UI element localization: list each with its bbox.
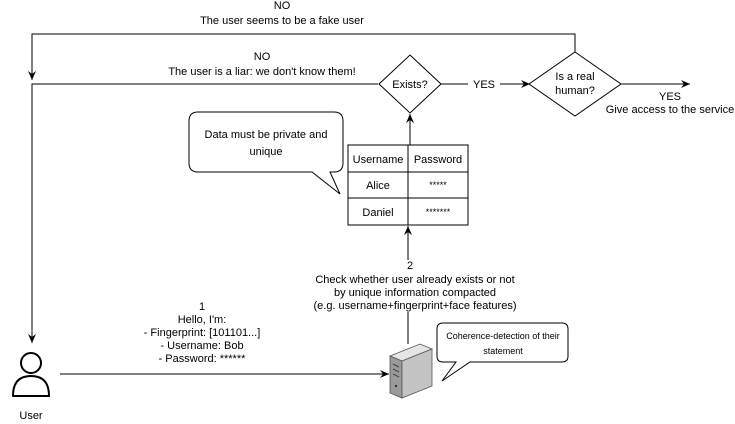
human-decision [528,51,622,117]
coherence-note-line1: Coherence-detection of their [446,331,560,341]
table-cell-username: Daniel [362,207,393,219]
access-yes-label: YES [659,91,681,103]
step2-line: (e.g. username+fingerprint+face features… [313,300,516,312]
liar-loop-connector [28,83,378,343]
table-cell-username: Alice [366,180,390,192]
user-icon [12,352,50,397]
step1-number: 1 [199,301,205,313]
exists-decision [378,54,442,114]
user-table: Username Password Alice ***** Daniel ***… [347,144,469,226]
step2-label-bg [306,260,528,312]
table-cell-password: ******* [426,207,451,217]
fake-user-loop-connector [28,33,576,80]
table-header-username: Username [353,154,404,166]
privacy-note-line1: Data must be private and [205,129,328,141]
step2-number: 2 [407,260,413,272]
table-header-password: Password [414,154,462,166]
access-message: Give access to the service [606,104,734,116]
exists-yes-label: YES [473,79,495,91]
privacy-note-bubble [188,111,344,195]
middle-loop-message: The user is a liar: we don't know them! [168,66,355,78]
top-loop-no-label: NO [274,0,291,12]
step2-line: by unique information compacted [334,287,496,299]
top-loop-message: The user seems to be a fake user [200,15,364,27]
human-decision-line1: Is a real [555,71,594,83]
exists-yes-bg [468,77,500,91]
middle-loop-no-label: NO [254,51,271,63]
step1-line: - Fingerprint: [101101...] [144,327,261,339]
step2-line: Check whether user already exists or not [315,274,514,286]
user-label: User [19,410,43,422]
coherence-note-bubble [436,322,569,382]
coherence-note-line2: statement [483,346,523,356]
human-decision-line2: human? [555,85,595,97]
table-cell-password: ***** [429,180,447,190]
step1-line: - Username: Bob [160,340,243,352]
exists-decision-label: Exists? [392,79,427,91]
step1-line: - Password: ****** [159,353,247,365]
step1-line: Hello, I'm: [178,314,227,326]
server-icon [388,343,434,399]
privacy-note-line2: unique [249,146,282,158]
